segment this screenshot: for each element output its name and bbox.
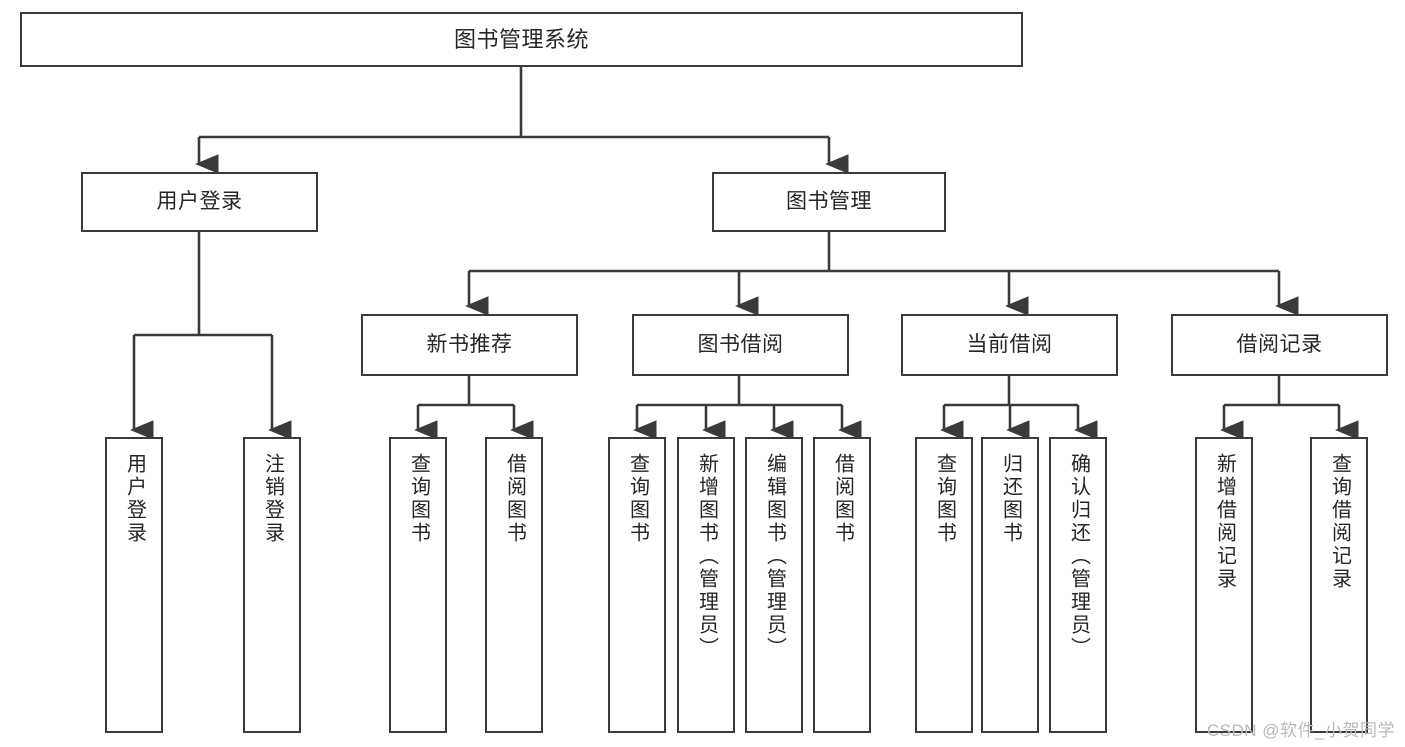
node-label: 借阅图书 xyxy=(503,453,526,545)
node-label: 新增借阅记录 xyxy=(1213,453,1236,591)
leaf-book-borrow-query[interactable]: 查询图书 xyxy=(608,437,666,733)
leaf-book-borrow-add[interactable]: 新增图书（管理员） xyxy=(677,437,735,733)
node-book-management-system[interactable]: 图书管理系统 xyxy=(20,12,1023,67)
node-label: 用户登录 xyxy=(123,453,146,545)
node-borrow-record[interactable]: 借阅记录 xyxy=(1171,314,1388,376)
node-label: 用户登录 xyxy=(156,189,243,213)
leaf-borrow-record-add[interactable]: 新增借阅记录 xyxy=(1195,437,1253,733)
leaf-user-login-login[interactable]: 用户登录 xyxy=(105,437,163,733)
node-user-login[interactable]: 用户登录 xyxy=(81,172,318,232)
leaf-current-borrow-query[interactable]: 查询图书 xyxy=(915,437,973,733)
leaf-new-book-borrow[interactable]: 借阅图书 xyxy=(485,437,543,733)
node-label: 确认归还（管理员） xyxy=(1067,453,1090,660)
leaf-user-login-logout[interactable]: 注销登录 xyxy=(243,437,301,733)
leaf-borrow-record-query[interactable]: 查询借阅记录 xyxy=(1310,437,1368,733)
node-label: 借阅图书 xyxy=(831,453,854,545)
node-label: 图书借阅 xyxy=(697,332,784,356)
node-book-borrow[interactable]: 图书借阅 xyxy=(632,314,849,376)
node-label: 新书推荐 xyxy=(426,332,513,356)
leaf-book-borrow-borrow[interactable]: 借阅图书 xyxy=(813,437,871,733)
node-label: 当前借阅 xyxy=(966,332,1053,356)
node-label: 借阅记录 xyxy=(1236,332,1323,356)
leaf-book-borrow-edit[interactable]: 编辑图书（管理员） xyxy=(745,437,803,733)
node-label: 查询图书 xyxy=(933,453,956,545)
node-book-management[interactable]: 图书管理 xyxy=(712,172,946,232)
node-label: 图书管理系统 xyxy=(453,26,589,52)
node-label: 编辑图书（管理员） xyxy=(763,453,786,660)
leaf-current-borrow-confirm-return[interactable]: 确认归还（管理员） xyxy=(1049,437,1107,733)
csdn-watermark: CSDN @软件_小贺同学 xyxy=(1206,721,1395,740)
leaf-current-borrow-return[interactable]: 归还图书 xyxy=(981,437,1039,733)
node-label: 查询图书 xyxy=(407,453,430,545)
node-label: 查询借阅记录 xyxy=(1328,453,1351,591)
node-current-borrow[interactable]: 当前借阅 xyxy=(901,314,1118,376)
node-label: 查询图书 xyxy=(626,453,649,545)
node-label: 注销登录 xyxy=(261,453,284,545)
leaf-new-book-query[interactable]: 查询图书 xyxy=(389,437,447,733)
node-label: 归还图书 xyxy=(999,453,1022,545)
node-new-book-recommend[interactable]: 新书推荐 xyxy=(361,314,578,376)
node-label: 新增图书（管理员） xyxy=(695,453,718,660)
node-label: 图书管理 xyxy=(786,189,872,213)
